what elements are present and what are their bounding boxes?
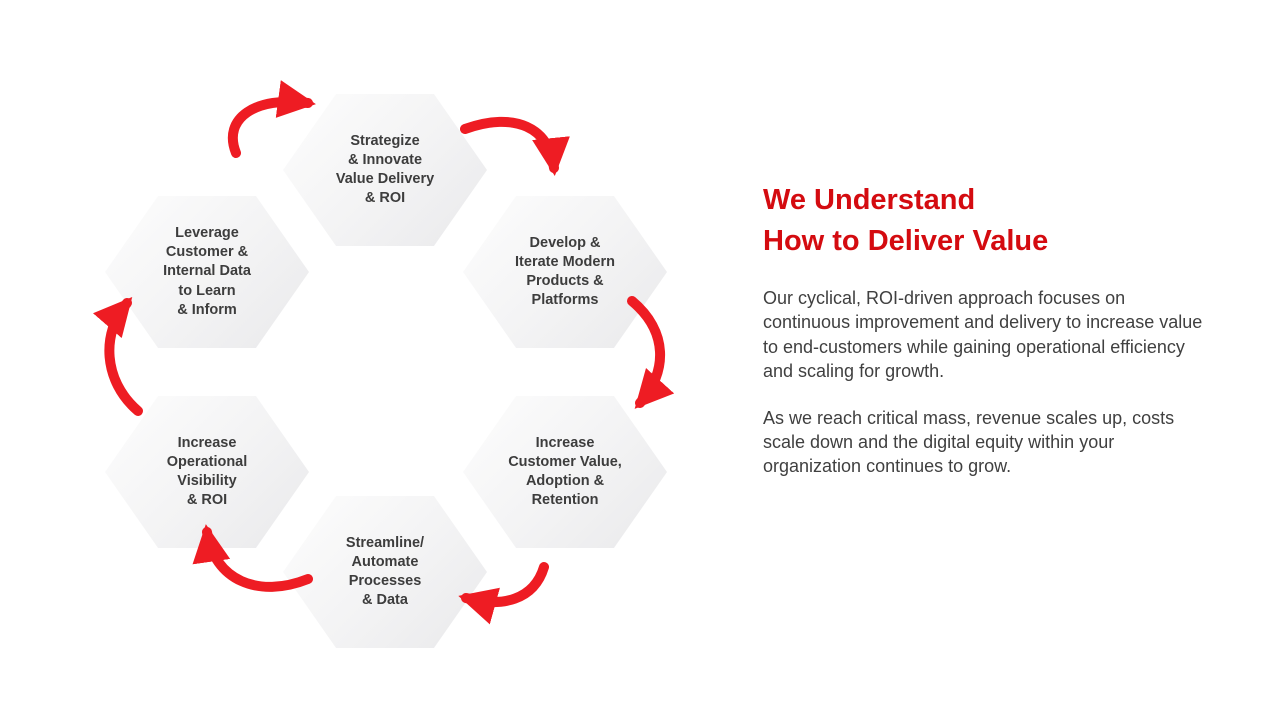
body-paragraph-1: Our cyclical, ROI-driven approach focuse… xyxy=(763,288,1203,381)
hexagon-increase-customer: Increase Customer Value, Adoption & Rete… xyxy=(463,396,667,548)
text-content: We Understand How to Deliver Value Our c… xyxy=(763,180,1213,478)
hexagon-streamline: Streamline/ Automate Processes & Data xyxy=(283,496,487,648)
arrow-increase-operational-to-leverage-icon xyxy=(93,296,143,416)
hexagon-increase-customer-label: Increase Customer Value, Adoption & Rete… xyxy=(508,434,622,509)
hexagon-leverage-label: Leverage Customer & Internal Data to Lea… xyxy=(163,225,251,318)
hexagon-strategize-label: Strategize & Innovate Value Delivery & R… xyxy=(335,132,435,207)
hexagon-leverage: Leverage Customer & Internal Data to Lea… xyxy=(105,196,309,348)
hexagon-strategize: Strategize & Innovate Value Delivery & R… xyxy=(283,94,487,246)
body-paragraph-2: As we reach critical mass, revenue scale… xyxy=(763,407,1175,476)
hexagon-streamline-label: Streamline/ Automate Processes & Data xyxy=(345,534,425,609)
hexagon-develop: Develop & Iterate Modern Products & Plat… xyxy=(463,196,667,348)
hexagon-increase-operational: Increase Operational Visibility & ROI xyxy=(105,396,309,548)
arrow-leverage-to-strategize-icon xyxy=(227,80,316,158)
page-title-line2: How to Deliver Value xyxy=(763,225,1049,258)
page-title: We Understand How to Deliver Value xyxy=(763,180,1213,262)
hexagon-develop-label: Develop & Iterate Modern Products & Plat… xyxy=(515,234,615,309)
page-title-line1: We Understand xyxy=(763,184,976,216)
arrow-develop-to-increase-customer-icon xyxy=(627,296,675,409)
hexagon-increase-operational-label: Increase Operational Visibility & ROI xyxy=(166,434,248,509)
cycle-diagram: Strategize & Innovate Value Delivery & R… xyxy=(93,80,675,648)
